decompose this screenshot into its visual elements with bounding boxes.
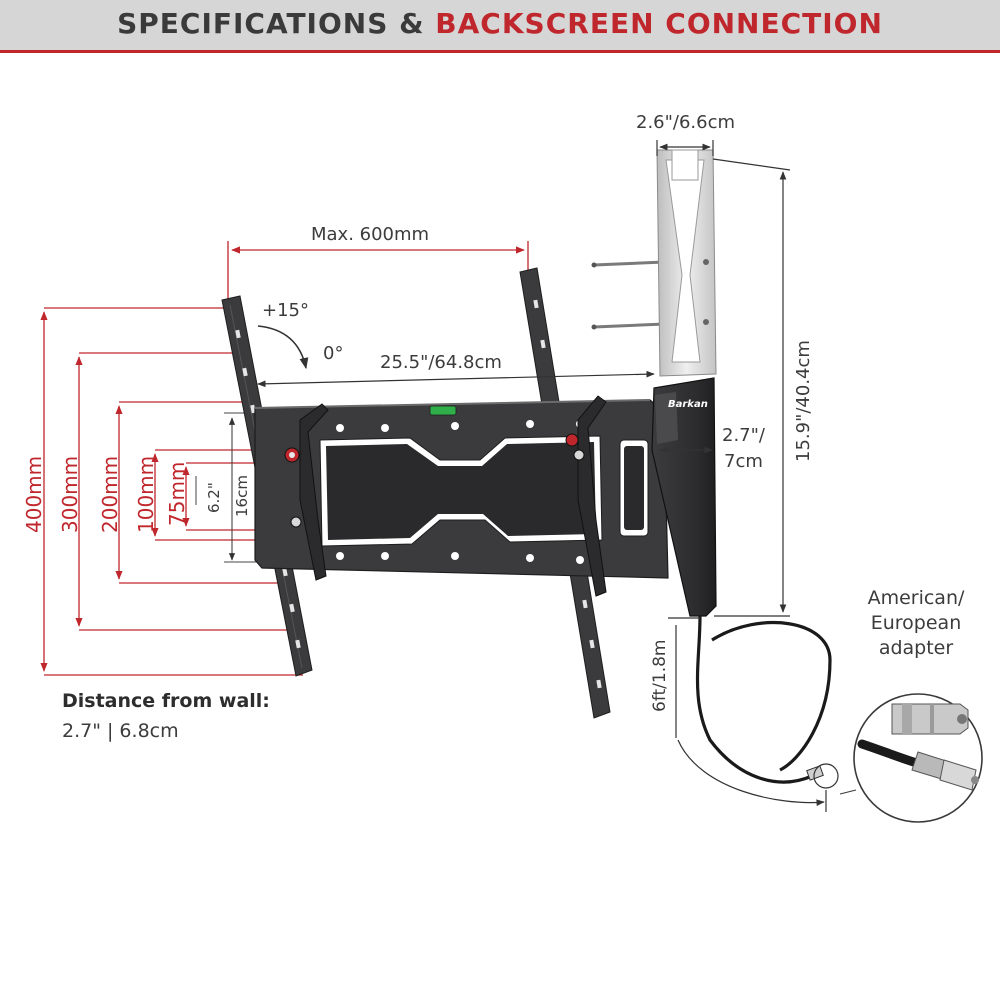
page-title: SPECIFICATIONS & BACKSCREEN CONNECTION bbox=[0, 0, 1000, 50]
title-part-1: SPECIFICATIONS & bbox=[117, 7, 425, 40]
header-bar bbox=[0, 0, 1000, 53]
f-connector-icon bbox=[911, 751, 979, 791]
vesa-200-label: 200mm bbox=[98, 455, 122, 533]
left-tilt-lever bbox=[284, 403, 329, 581]
adapter-inset bbox=[839, 693, 983, 823]
title-part-2: BACKSCREEN CONNECTION bbox=[435, 7, 883, 40]
antenna-height-text: 15.9"/40.4cm bbox=[793, 340, 814, 462]
vesa-dimension-lines bbox=[40, 307, 303, 676]
vesa-300-label: 300mm bbox=[58, 455, 82, 533]
max-width-dimension bbox=[227, 241, 529, 300]
cable-length-label: 6ft/1.8m bbox=[650, 639, 670, 713]
right-tilt-lever bbox=[565, 395, 607, 597]
antenna-depth-label-1: 2.7"/ bbox=[722, 425, 765, 446]
antenna-dimensions bbox=[656, 140, 791, 617]
spirit-level-icon bbox=[429, 405, 457, 416]
overall-width-dimension bbox=[257, 370, 655, 388]
vesa-100-label: 100mm bbox=[134, 455, 158, 533]
antenna-depth-label-2: 7cm bbox=[724, 451, 763, 472]
tilt-min-label: 0° bbox=[323, 343, 344, 364]
wall-distance-value: 2.7" | 6.8cm bbox=[62, 720, 179, 742]
antenna-cable bbox=[695, 615, 839, 789]
adapter-plug-icon bbox=[891, 703, 969, 735]
antenna-width-label: 2.6"/6.6cm bbox=[636, 112, 736, 133]
tilt-max-label: +15° bbox=[262, 300, 309, 321]
rail-inch-label: 6.2" bbox=[205, 482, 223, 513]
vesa-400-label: 400mm bbox=[22, 455, 46, 533]
rail-length-label: 16cm bbox=[233, 475, 251, 517]
max-width-label: Max. 600mm bbox=[311, 224, 430, 245]
cable-length-dimension bbox=[668, 617, 827, 812]
antenna: Barkan bbox=[591, 149, 717, 617]
adapter-label: American/ European adapter bbox=[867, 587, 965, 659]
barkan-logo: Barkan bbox=[668, 399, 708, 410]
wall-distance-title: Distance from wall: bbox=[62, 690, 270, 712]
overall-width-label: 25.5"/64.8cm bbox=[380, 352, 502, 373]
vesa-75-label: 75mm bbox=[165, 461, 189, 526]
wall-plate bbox=[254, 399, 669, 579]
tilt-arrow bbox=[257, 325, 309, 370]
